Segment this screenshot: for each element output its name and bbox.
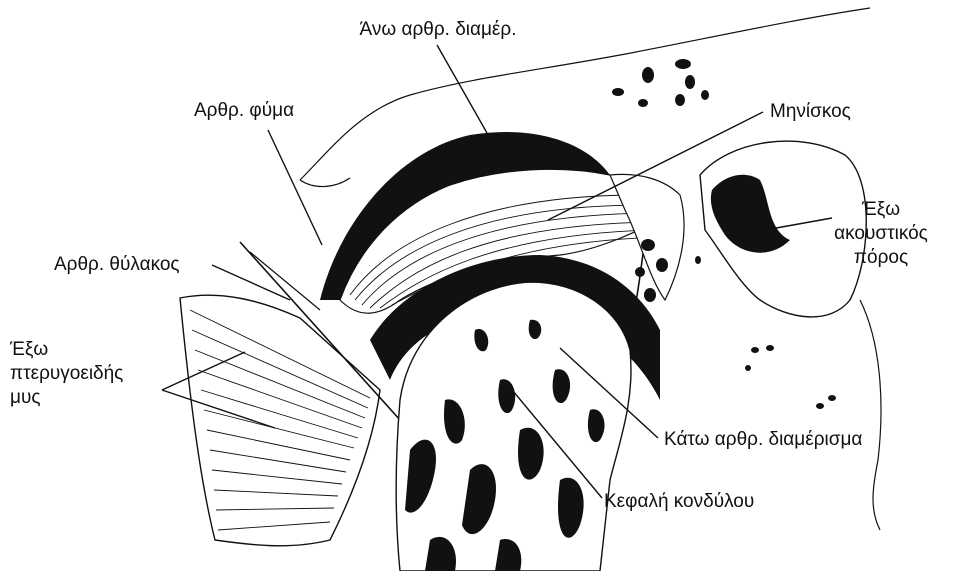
label-joint-capsule: Αρθρ. θύλακος: [54, 253, 180, 277]
joint-capsule-line-2: [250, 252, 320, 310]
pterygoid-muscle-outline: [180, 295, 380, 546]
label-lateral-pterygoid-muscle: Έξω πτερυγοειδής μυς: [10, 338, 123, 410]
leader-upper-joint-space: [437, 45, 487, 133]
label-pterygoid-line-3: μυς: [10, 386, 123, 410]
label-condyle-head: Κεφαλή κονδύλου: [604, 490, 754, 514]
skull-outline-lower: [300, 178, 350, 187]
label-ear-line-2: ακουστικός: [826, 222, 936, 246]
label-meniscus: Μηνίσκος: [770, 100, 851, 124]
label-articular-eminence: Αρθρ. φύμα: [194, 99, 294, 123]
skull-outline-right: [860, 300, 881, 530]
label-external-acoustic-meatus: Έξω ακουστικός πόρος: [826, 198, 936, 270]
label-pterygoid-line-1: Έξω: [10, 338, 123, 362]
label-pterygoid-line-2: πτερυγοειδής: [10, 362, 123, 386]
label-upper-joint-space: Άνω αρθρ. διαμέρ.: [318, 18, 558, 42]
label-ear-line-3: πόρος: [826, 246, 936, 270]
label-lower-joint-space: Κάτω αρθρ. διαμέρισμα: [664, 428, 862, 452]
leader-joint-capsule: [212, 265, 290, 300]
leader-articular-eminence: [268, 130, 322, 245]
label-ear-line-1: Έξω: [826, 198, 936, 222]
